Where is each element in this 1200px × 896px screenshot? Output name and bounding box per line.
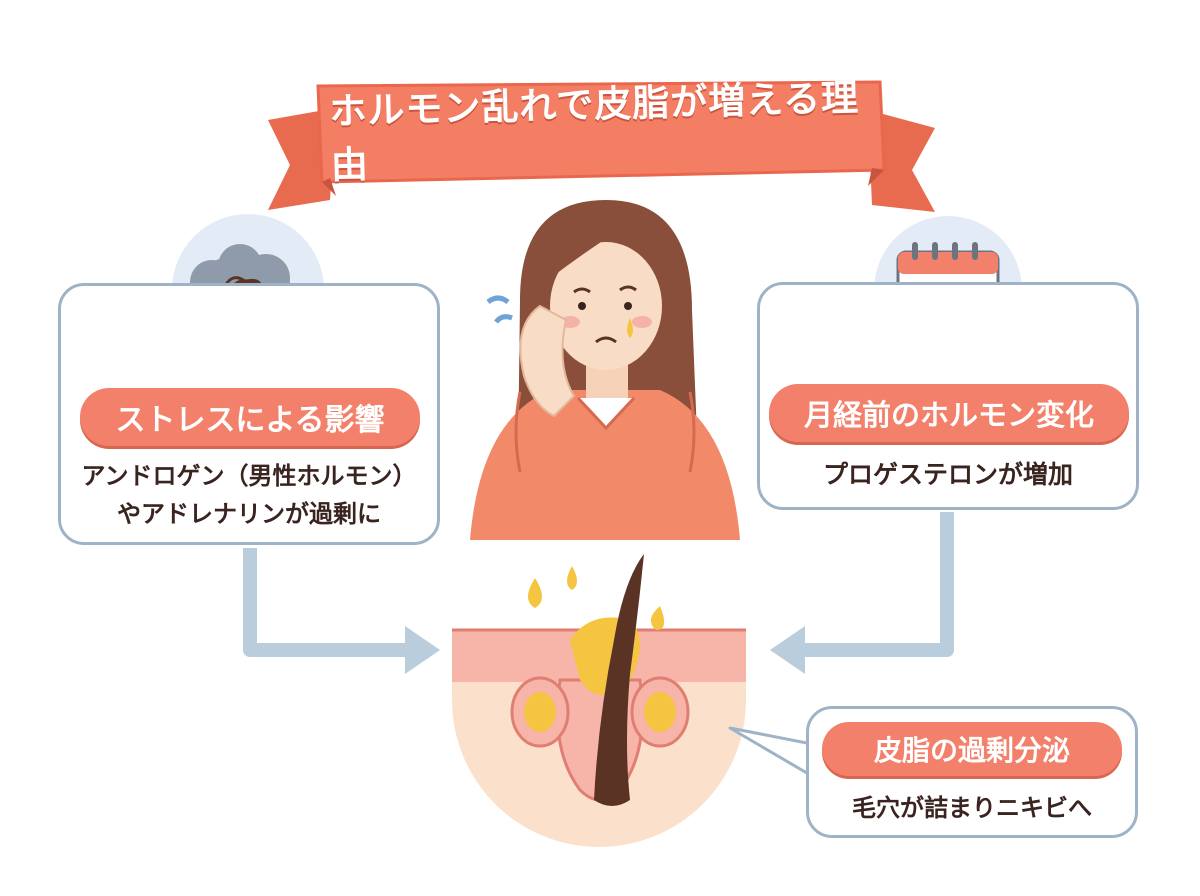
stress-card-line-2: やアドレナリンが過剰に — [117, 500, 381, 528]
sebum-card-line-1: 毛穴が詰まりニキビへ — [852, 794, 1092, 822]
title-ribbon — [268, 80, 935, 212]
arrow-right — [800, 512, 954, 657]
menstrual-card-label: 月経前のホルモン変化 — [769, 384, 1129, 442]
sebum-card-label: 皮脂の過剰分泌 — [822, 722, 1122, 776]
stress-card-line-1: アンドロゲン（男性ホルモン） — [81, 462, 417, 490]
worried-woman-illustration — [470, 200, 740, 540]
arrow-left-head — [405, 626, 440, 674]
stress-card-label: ストレスによる影響 — [80, 388, 420, 446]
menstrual-card-line-1: プロゲステロンが増加 — [822, 460, 1073, 489]
skin-follicle-illustration — [452, 554, 746, 847]
arrow-right-head — [770, 626, 805, 674]
arrow-left — [243, 548, 410, 657]
page-title: ホルモン乱れで皮脂が増える理由 — [328, 76, 860, 188]
callout-pointer — [728, 726, 814, 778]
